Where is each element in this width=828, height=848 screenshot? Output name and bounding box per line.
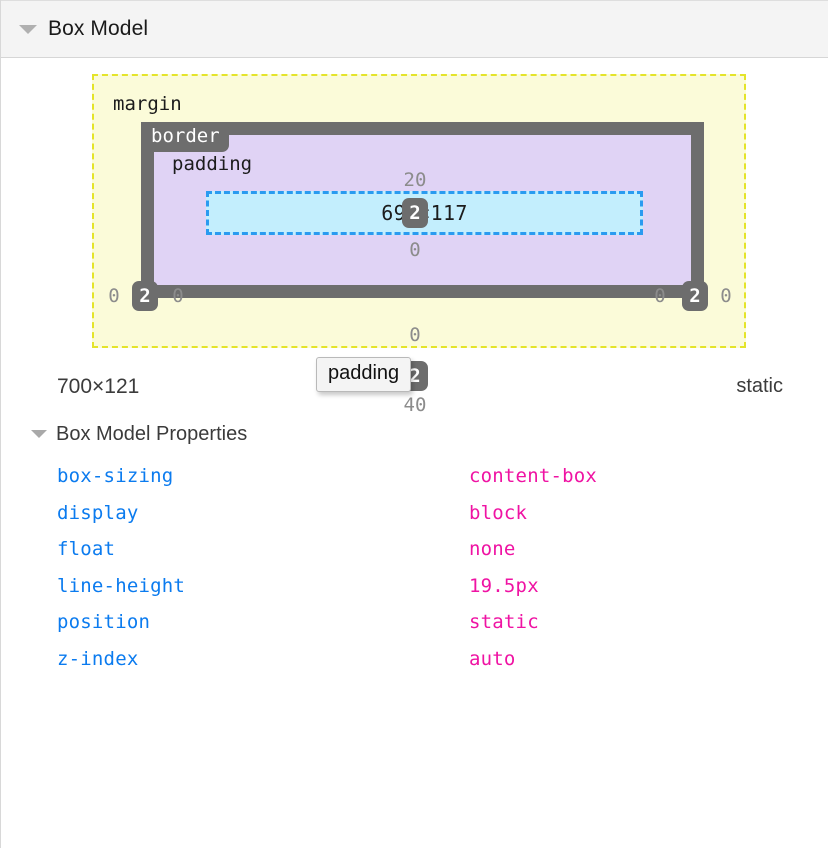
property-row[interactable]: box-sizing content-box bbox=[1, 458, 828, 495]
property-name[interactable]: display bbox=[57, 501, 139, 524]
property-row[interactable]: display block bbox=[1, 495, 828, 532]
margin-region-label: margin bbox=[113, 93, 182, 115]
element-position-label: static bbox=[736, 375, 783, 397]
box-model-summary: 700×121 static bbox=[1, 375, 828, 417]
border-left-value[interactable]: 2 bbox=[132, 281, 158, 311]
box-model-header[interactable]: Box Model bbox=[1, 0, 828, 58]
margin-top-value[interactable]: 20 bbox=[403, 169, 427, 191]
property-name[interactable]: position bbox=[57, 611, 151, 634]
element-size-label: 700×121 bbox=[57, 375, 140, 398]
padding-bottom-value[interactable]: 0 bbox=[409, 324, 421, 346]
padding-region-label: padding bbox=[172, 153, 253, 175]
property-value[interactable]: block bbox=[469, 501, 528, 524]
property-name[interactable]: float bbox=[57, 538, 116, 561]
property-name[interactable]: z-index bbox=[57, 647, 139, 670]
padding-top-value[interactable]: 0 bbox=[409, 239, 421, 261]
triangle-down-icon[interactable] bbox=[31, 430, 47, 438]
property-value[interactable]: static bbox=[469, 611, 539, 634]
box-model-diagram: margin border padding 696×117 20 2 0 0 2… bbox=[1, 58, 828, 416]
margin-bottom-value[interactable]: 40 bbox=[403, 394, 427, 416]
property-value[interactable]: auto bbox=[469, 647, 516, 670]
property-value[interactable]: content-box bbox=[469, 465, 598, 488]
box-model-properties-header[interactable]: Box Model Properties bbox=[1, 417, 828, 451]
property-value[interactable]: 19.5px bbox=[469, 574, 539, 597]
property-row[interactable]: z-index auto bbox=[1, 641, 828, 678]
panel-title: Box Model bbox=[48, 17, 149, 40]
property-value[interactable]: none bbox=[469, 538, 516, 561]
box-model-properties-title: Box Model Properties bbox=[56, 422, 248, 445]
region-tooltip: padding bbox=[316, 357, 412, 392]
margin-region[interactable]: margin border padding 696×117 bbox=[92, 74, 746, 348]
border-right-value[interactable]: 2 bbox=[682, 281, 708, 311]
property-name[interactable]: box-sizing bbox=[57, 465, 174, 488]
property-row[interactable]: line-height 19.5px bbox=[1, 568, 828, 605]
border-region[interactable]: border padding 696×117 bbox=[141, 122, 704, 298]
box-model-properties-list: box-sizing content-box display block flo… bbox=[1, 458, 828, 677]
property-name[interactable]: line-height bbox=[57, 574, 186, 597]
margin-left-value[interactable]: 0 bbox=[108, 285, 120, 307]
triangle-down-icon[interactable] bbox=[19, 24, 37, 34]
property-row[interactable]: position static bbox=[1, 604, 828, 641]
margin-right-value[interactable]: 0 bbox=[720, 285, 732, 307]
border-region-label: border bbox=[141, 122, 229, 152]
property-row[interactable]: float none bbox=[1, 531, 828, 568]
padding-right-value[interactable]: 0 bbox=[654, 285, 666, 307]
border-top-value[interactable]: 2 bbox=[402, 198, 428, 228]
padding-left-value[interactable]: 0 bbox=[172, 285, 184, 307]
